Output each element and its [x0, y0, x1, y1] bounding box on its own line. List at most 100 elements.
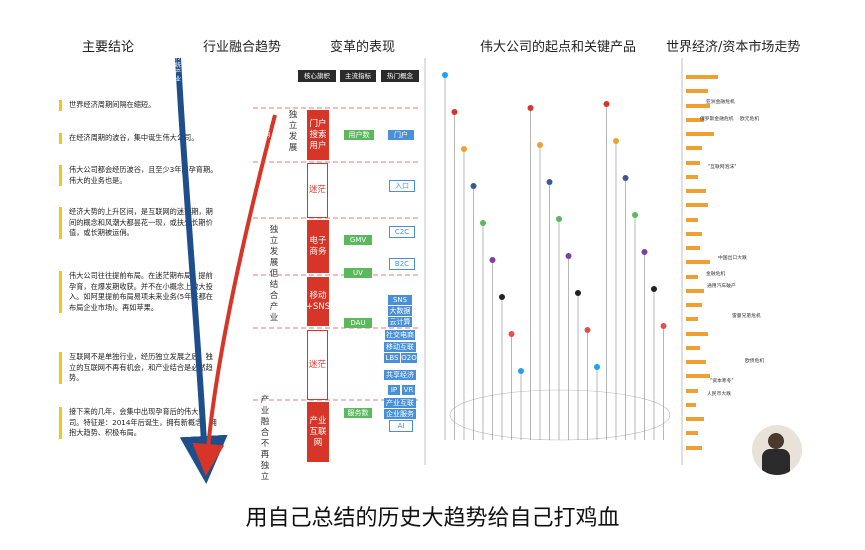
company-logo-dot [527, 105, 534, 111]
market-bar [686, 132, 714, 137]
stage-independent: 独立发展 [288, 110, 298, 153]
arrow-blue-label: 传统产业 [174, 55, 181, 83]
company-logo-dot [480, 220, 486, 226]
tab-core-flag: 核心旗帜 [298, 70, 336, 82]
stage-merged: 产业融合不再独立 [260, 395, 270, 482]
header-changes: 变革的表现 [330, 40, 396, 55]
market-label-4: "互联网泡沫" [708, 165, 737, 170]
market-bar [686, 246, 700, 251]
market-bar [686, 203, 708, 208]
arrow-red-label: 互联网 [263, 118, 270, 139]
market-label-8: 雷曼兄弟危机 [732, 314, 761, 319]
conclusion-7: 接下来的几年，会集中出现孕育后的伟大公司。特征是：2014年后诞生，拥有新概念、… [59, 407, 219, 439]
company-logo-dot [660, 323, 667, 329]
company-logo-dot [546, 179, 553, 185]
conclusion-5: 伟大公司往往提前布局。在迷茫期布局，提前孕育，在爆发期收获。并不在小概念上做大投… [59, 271, 219, 313]
company-logo-dot [451, 109, 458, 115]
market-label-2: 俄罗斯金融危机 [700, 117, 734, 122]
stage-portal: 门户搜索用户 [307, 110, 329, 160]
market-bar [686, 431, 698, 436]
concept-lbs: LBS [384, 353, 400, 363]
company-logo-dot [613, 138, 619, 144]
market-bar [686, 345, 700, 350]
metric-users: 用户数 [344, 130, 374, 140]
market-label-3: 欧元危机 [740, 117, 760, 122]
company-logo-dot [518, 368, 524, 374]
company-logo-dot [565, 253, 572, 259]
concept-social-ecommerce: 社交电商 [385, 330, 415, 340]
market-bar [686, 260, 710, 265]
market-bar [686, 89, 708, 94]
concept-bigdata: 大数据 [388, 306, 412, 316]
stage-industrial: 产业互联网 [307, 402, 329, 462]
market-bar [686, 331, 708, 336]
market-bar [686, 231, 702, 236]
conclusion-6: 互联网不是单独行业，经历独立发展之后，独立的互联网不再有机会，和产业结合是必然趋… [59, 352, 219, 384]
concept-ai: AI [389, 420, 413, 432]
company-logo-dot [584, 327, 591, 333]
market-bar [686, 146, 702, 151]
market-bar [686, 417, 704, 422]
market-label-5: 中国出口大跌 [718, 256, 747, 261]
market-bar [686, 274, 698, 279]
concept-b2c: B2C [389, 258, 415, 270]
company-logo-dot [489, 257, 496, 263]
concept-industrial: 产业互联网 [384, 398, 416, 417]
stage-combined: 独立发展但结合产业 [269, 225, 279, 323]
concept-sharing: 共享经济 [384, 370, 416, 380]
stage-mobile-sns: 移动+SNS [306, 277, 330, 326]
company-logo-dot [632, 212, 638, 218]
concept-cloud: 云计算 [388, 317, 412, 327]
tab-hot-concept: 热门概念 [381, 70, 419, 82]
concept-sns: SNS [388, 295, 412, 305]
market-bar [686, 402, 696, 407]
market-bar [686, 75, 718, 79]
blue-trend-arrow [175, 57, 228, 484]
market-label-10: "资本寒冬" [710, 379, 734, 384]
company-logo-dot [470, 183, 477, 189]
market-bar [686, 303, 702, 308]
conclusion-3: 伟大公司都会经历波谷，且至少3年的孕育期。伟大的业务也是。 [59, 165, 219, 186]
company-logo-dot [622, 175, 629, 181]
concept-mobile-internet: 移动互联网 [384, 342, 416, 361]
header-market: 世界经济/资本市场走势 [666, 40, 801, 55]
market-label-7: 通用汽车破产 [707, 284, 736, 289]
company-logo-dot [508, 331, 515, 337]
caption: 用自己总结的历史大趋势给自己打鸡血 [245, 506, 620, 531]
metric-uv: UV [344, 268, 372, 278]
market-bar [686, 388, 698, 393]
market-bar [686, 317, 698, 322]
market-bar [686, 174, 698, 179]
stage-confused-1: 迷茫 [307, 163, 328, 218]
market-bar [686, 117, 704, 122]
metric-dau: DAU [344, 318, 372, 328]
red-trend-arrow [192, 114, 277, 476]
market-bar [686, 217, 698, 222]
concept-entry: 入口 [389, 180, 415, 192]
company-logo-dot [575, 290, 581, 296]
conclusion-1: 世界经济周期间隔在缩短。 [59, 100, 219, 111]
presenter-avatar [752, 425, 802, 475]
company-logo-dot [651, 286, 657, 292]
concept-ip: IP [388, 385, 400, 395]
market-label-1: 亚洲金融危机 [706, 100, 735, 105]
market-bar [686, 360, 706, 365]
market-bar [686, 189, 706, 194]
concept-vr: VR [402, 385, 415, 395]
stage-confused-2: 迷茫 [307, 330, 328, 400]
company-logo-dot [556, 216, 562, 222]
market-bar [686, 445, 702, 450]
market-label-6: 金融危机 [706, 272, 726, 277]
metric-gmv: GMV [344, 235, 372, 245]
company-logo-dot [537, 142, 543, 148]
tab-main-metric: 主流指标 [340, 70, 376, 82]
conclusion-4: 经济大势的上升区间，是互联网的迷茫期，期间的概念和风潮大都昙花一现，或扶少长期价… [59, 207, 219, 239]
market-label-9: 欧债危机 [745, 359, 765, 364]
header-companies: 伟大公司的起点和关键产品 [480, 40, 637, 55]
company-logo-dot [641, 249, 648, 255]
concept-enterprise: 企业服务 [384, 409, 416, 419]
concept-o2o: O2O [401, 353, 417, 363]
concept-c2c: C2C [389, 226, 415, 238]
company-logo-dot [594, 364, 600, 370]
company-logo-dot [461, 146, 467, 152]
